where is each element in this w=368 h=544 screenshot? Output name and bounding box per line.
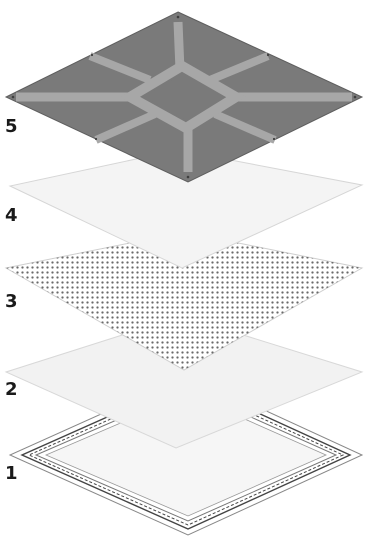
layer-5-label: 5: [5, 118, 18, 136]
layer-5-top-plate: [6, 12, 362, 182]
layer-2-label: 2: [5, 381, 18, 399]
layer-4-label: 4: [5, 207, 18, 225]
layer-1-label: 1: [5, 465, 18, 483]
layer-3-label: 3: [5, 293, 18, 311]
